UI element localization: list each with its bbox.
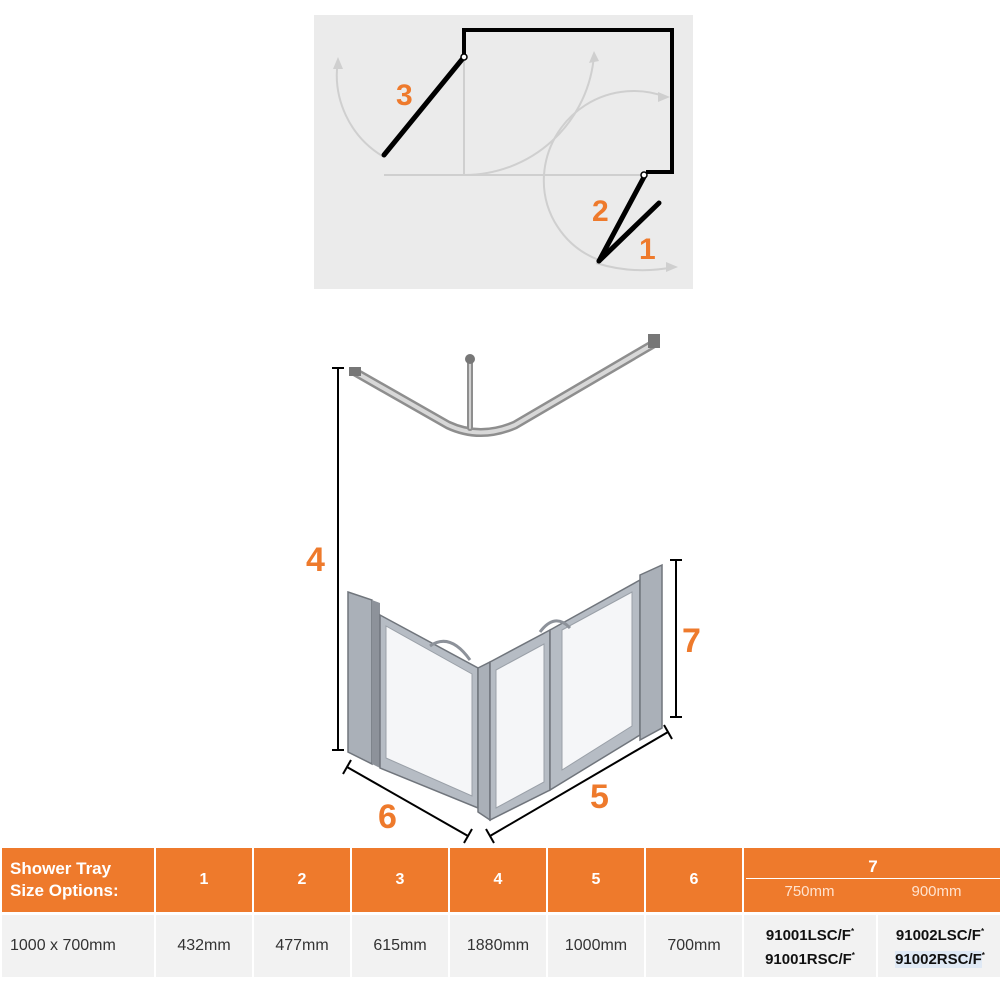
cell-value-2: 477mm [254, 915, 350, 977]
table-row: 1000 x 700mm 432mm 477mm 615mm 1880mm 10… [2, 915, 1000, 977]
door-1-label: 1 [639, 233, 656, 266]
rail-wall-bracket-right [648, 334, 660, 348]
ceiling-support [465, 354, 475, 364]
cell-codes-900: 91002LSC/F* 91002RSC/F* [878, 915, 1000, 977]
header-size-options: Shower Tray Size Options: [2, 848, 154, 915]
corner-post [477, 660, 491, 822]
header-900mm: 900mm [911, 882, 962, 900]
cell-value-6: 700mm [646, 915, 742, 977]
header-col-7-subheads: 750mm 900mm [746, 877, 1000, 905]
header-col-6: 6 [646, 848, 742, 915]
header-col-7: 7 750mm 900mm [744, 848, 1000, 915]
door-3-leaf [381, 54, 467, 158]
specification-table: Shower Tray Size Options: 1 2 3 4 5 6 7 … [0, 848, 1000, 977]
left-screen-panel [347, 590, 479, 810]
door-1-leaf [596, 200, 662, 264]
cell-size: 1000 x 700mm [2, 915, 154, 977]
header-col-4: 4 [450, 848, 546, 915]
plan-background [314, 15, 693, 289]
product-code: 91002LSC/F* [895, 927, 985, 944]
isometric-enclosure-diagram: 4 7 6 5 [306, 334, 701, 844]
rail-wall-bracket-left [349, 367, 361, 376]
door-2-leaf [596, 174, 647, 264]
header-text-line: Shower Tray [10, 859, 112, 878]
plan-view-diagram: 3 2 1 [314, 15, 693, 289]
dimension-lines [332, 367, 682, 844]
product-code: 91001LSC/F* [765, 927, 855, 944]
door-leaves [381, 54, 662, 264]
header-col-1: 1 [156, 848, 252, 915]
dimension-4-label: 4 [306, 541, 325, 579]
hinge-dot [460, 53, 468, 61]
header-750mm: 750mm [784, 882, 835, 900]
table-header-row: Shower Tray Size Options: 1 2 3 4 5 6 7 … [2, 848, 1000, 915]
door-3-label: 3 [396, 79, 413, 112]
door-2-label: 2 [592, 195, 609, 228]
product-code: 91001RSC/F* [765, 951, 855, 968]
product-code: 91002RSC/F* [895, 951, 985, 968]
cell-value-1: 432mm [156, 915, 252, 977]
right-screen-panel [489, 563, 663, 822]
dimension-6-label: 6 [378, 798, 397, 836]
header-col-2: 2 [254, 848, 350, 915]
hinge-dot [640, 171, 648, 179]
door-swing-arcs [335, 54, 675, 272]
dimension-5-label: 5 [590, 778, 609, 816]
shower-enclosure-outline [462, 28, 674, 174]
header-col-7-label: 7 [868, 856, 878, 876]
cell-value-4: 1880mm [450, 915, 546, 977]
curtain-rail [350, 338, 660, 437]
dimension-7-label: 7 [682, 622, 701, 660]
header-col-3: 3 [352, 848, 448, 915]
cell-value-5: 1000mm [548, 915, 644, 977]
header-col-5: 5 [548, 848, 644, 915]
arrow-heads [333, 51, 678, 272]
header-text-line: Size Options: [10, 881, 119, 900]
cell-codes-750: 91001LSC/F* 91001RSC/F* [744, 915, 876, 977]
cell-value-3: 615mm [352, 915, 448, 977]
